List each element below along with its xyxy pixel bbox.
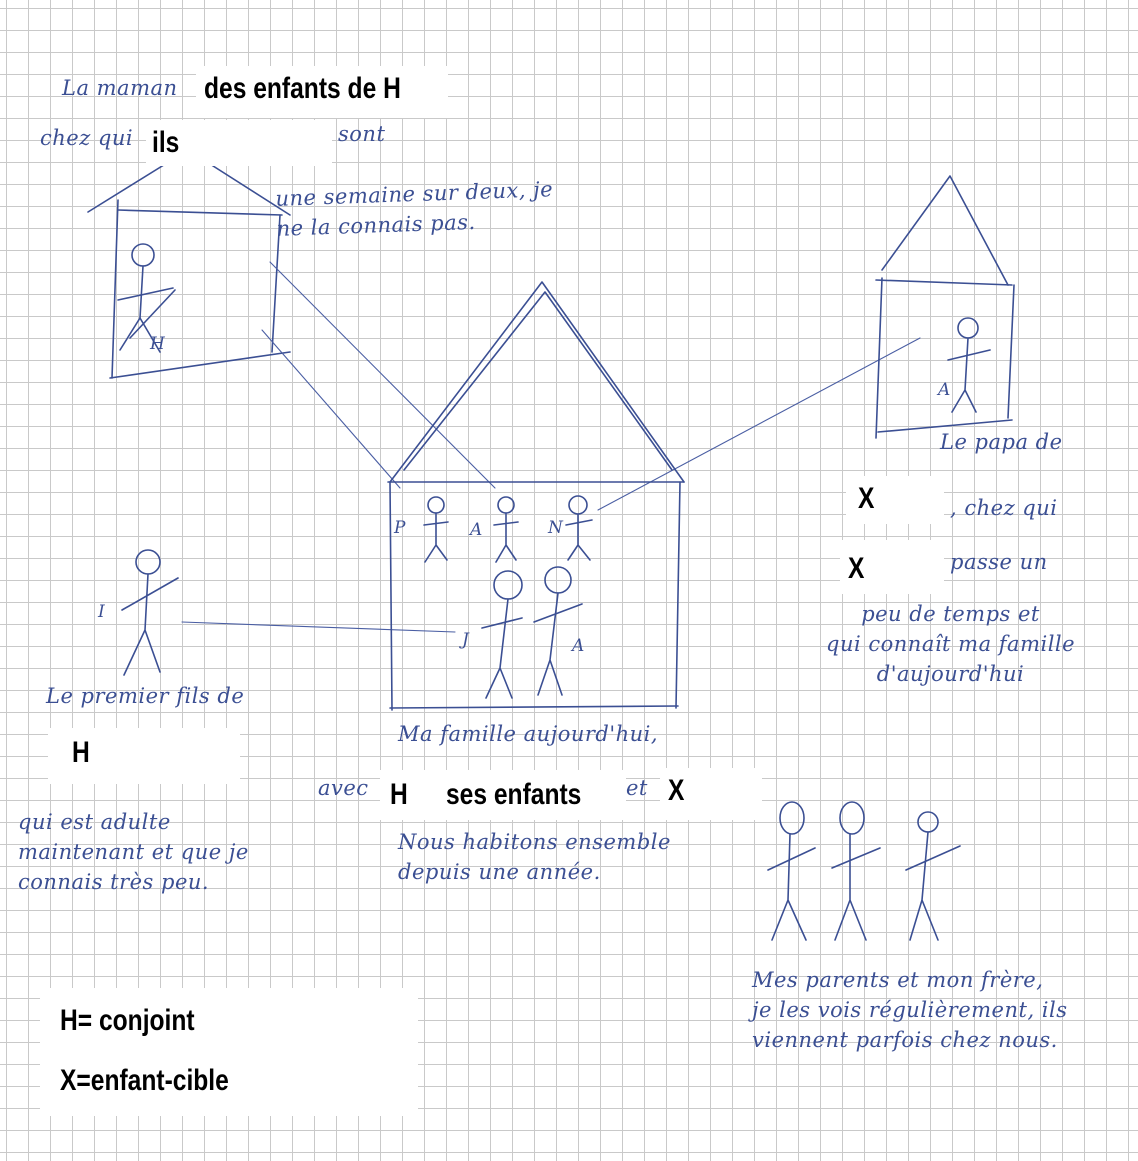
parents-brother-figures (767, 801, 961, 941)
caption-father-line2: , chez qui (950, 496, 1058, 520)
main-house-drawing (387, 281, 685, 711)
figure-letter-a: A (470, 520, 483, 540)
mother-house-figure (117, 243, 176, 353)
caption-father-line1: Le papa de (940, 430, 1063, 454)
anonymization-mask (840, 540, 944, 594)
caption-first-son-line3: qui est adulte maintenant et que je conn… (18, 810, 249, 894)
legend-box: H= conjoint X=enfant-cible (40, 988, 418, 1116)
figure-letter-a: A (938, 380, 951, 400)
caption-mother-line2-end: sont (338, 122, 386, 146)
anonymization-mask (196, 66, 448, 118)
legend-x-enfant-cible: X=enfant-cible (60, 1064, 229, 1097)
label-x-passes: X (848, 552, 865, 585)
main-house-figure-a2 (533, 566, 583, 696)
anonymization-mask (380, 770, 626, 820)
figure-letter-p: P (394, 518, 406, 538)
label-ses-enfants: ses enfants (446, 778, 582, 811)
anonymization-mask (146, 120, 332, 166)
father-house-drawing (875, 175, 1015, 439)
caption-family-avec: avec (318, 776, 369, 800)
label-h-family: H (390, 778, 408, 811)
main-house-figure-j (481, 570, 523, 699)
figure-letter-n: N (548, 518, 563, 538)
first-son-figure (121, 549, 179, 676)
label-h-first-son: H (72, 736, 90, 769)
connection-lines (181, 261, 921, 633)
caption-mother-line1: La maman (62, 76, 178, 100)
mother-house-drawing (87, 149, 291, 379)
anonymization-mask (660, 768, 762, 820)
anonymization-mask (48, 728, 240, 784)
label-des-enfants-de-h: des enfants de H (204, 72, 401, 105)
caption-family-et: et (626, 776, 648, 800)
label-x-father: X (858, 482, 875, 515)
main-house-figure-p (423, 496, 449, 563)
father-house-figure (947, 317, 991, 413)
caption-family-line3: Nous habitons ensemble depuis une année. (398, 830, 671, 884)
caption-mother-line2: chez qui (40, 126, 134, 150)
label-x-family: X (668, 774, 685, 807)
main-house-figure-n (565, 495, 593, 561)
anonymization-mask (846, 476, 944, 524)
figure-letter-j: J (462, 630, 469, 650)
caption-first-son-line1: Le premier fils de (46, 684, 245, 708)
figure-letter-i: I (98, 602, 105, 622)
figure-letter-h: H (150, 334, 165, 354)
caption-family-line1: Ma famille aujourd'hui, (398, 722, 659, 746)
legend-h-conjoint: H= conjoint (60, 1004, 195, 1037)
caption-mother-week: une semaine sur deux, je ne la connais p… (275, 177, 554, 241)
caption-father-line3: passe un (950, 550, 1048, 574)
label-ils: ils (152, 126, 180, 159)
figure-letter-a: A (572, 636, 585, 656)
caption-father-line4: peu de temps et qui connaît ma famille d… (826, 602, 1076, 686)
caption-parents-brother: Mes parents et mon frère, je les vois ré… (752, 968, 1068, 1052)
main-house-figure-a (493, 496, 519, 563)
